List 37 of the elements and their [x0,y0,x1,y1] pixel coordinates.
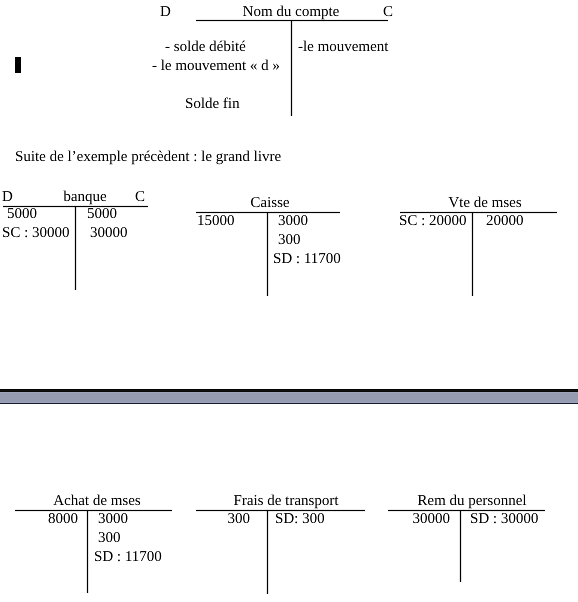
ledger-entry: 3000 [278,213,308,229]
account-title: Caisse [250,195,290,211]
ledger-entry: 15000 [197,213,234,229]
ledger-entry: SD : 11700 [273,251,341,267]
ledger-entry: 300 [228,511,250,527]
ledger-entry: SD: 300 [275,511,325,527]
account-title: banque [63,189,107,205]
ledger-entry: 3000 [98,511,128,527]
ledger-entry: 30000 [90,225,128,241]
debit-side-label: D [160,4,171,20]
t-account [194,492,368,596]
account-title: Frais de transport [234,493,338,509]
ledger-entry: 300 [278,232,300,248]
account-title: Rem du personnel [417,493,527,509]
ledger-entry: 5000 [7,206,37,222]
ledger-entry: -le mouvement [298,39,388,55]
ledger-entry: Solde fin [185,96,240,112]
ledger-entry: SC : 30000 [2,225,70,241]
credit-side-label: C [383,4,394,20]
account-title: Vte de mses [448,195,522,211]
ledger-entry: SC : 20000 [399,213,467,229]
ledger-entry: SD : 30000 [470,511,538,527]
ledger-entry: 8000 [48,511,78,527]
account-title: Nom du compte [242,4,340,20]
t-account [386,492,548,584]
t-account [13,492,175,596]
ledger-entry: SD : 11700 [94,549,162,565]
ledger-entry: 20000 [486,213,524,229]
debit-side-label: D [2,189,13,205]
credit-side-label: C [135,189,146,205]
ledger-entry: - le mouvement « d » [152,58,280,74]
ledger-entry: 5000 [87,206,117,222]
ledger-entry: 30000 [412,511,450,527]
account-title: Achat de mses [53,493,141,509]
section-heading: Suite de l’exemple précèdent : le grand livre [15,149,282,165]
ledger-entry: - solde débité [165,39,246,55]
ledger-entry: 300 [98,530,120,546]
